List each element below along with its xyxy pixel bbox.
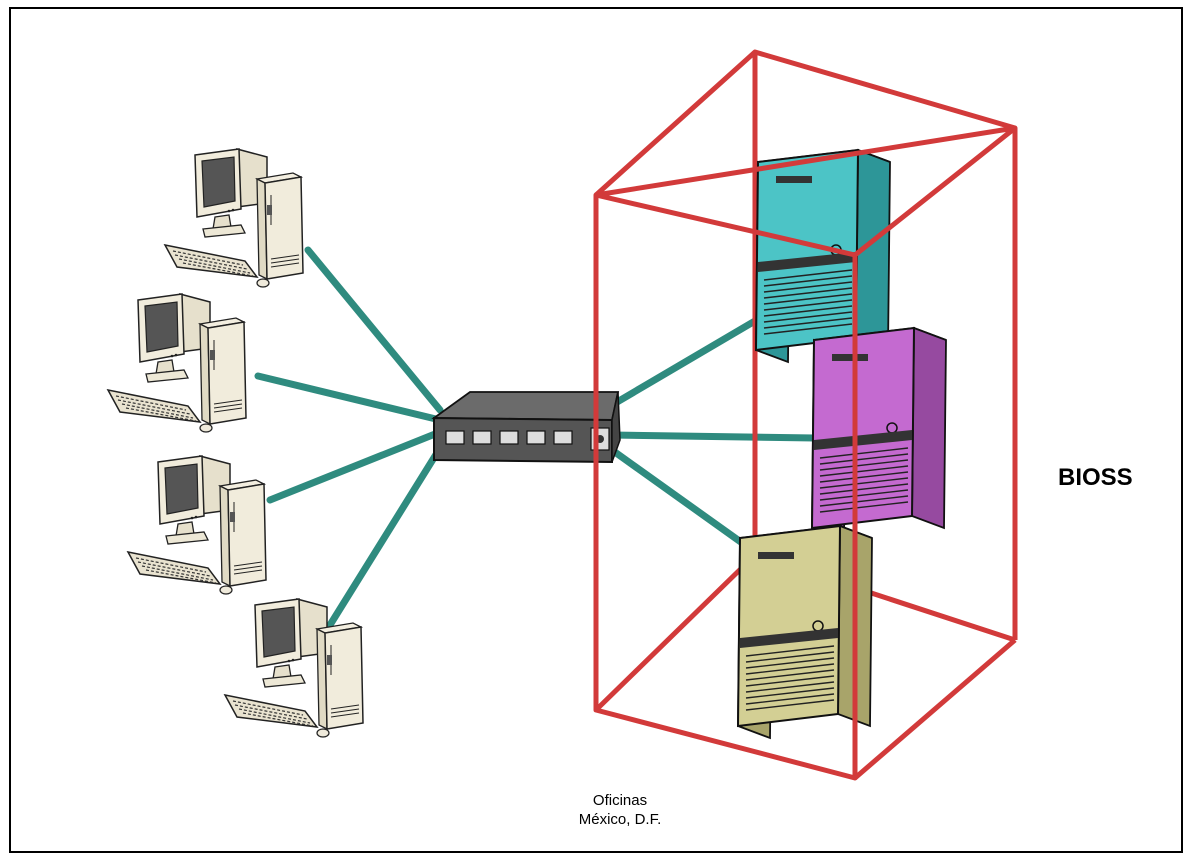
network-switch-icon — [431, 391, 621, 464]
workstation-icon — [127, 455, 267, 595]
caption-line-2: México, D.F. — [578, 811, 662, 828]
server-tower-icon — [811, 327, 947, 541]
network-cables — [254, 246, 819, 629]
enclosure-box-front — [593, 125, 1018, 781]
server-tower-icon — [737, 525, 873, 739]
workstation-icon — [224, 598, 364, 738]
workstation-icon — [164, 148, 304, 288]
bioss-label: BIOSS — [1058, 464, 1133, 491]
server-tower-icon — [755, 149, 891, 363]
workstation-icon — [107, 293, 247, 433]
caption-line-1: Oficinas — [592, 792, 648, 809]
location-caption: Oficinas México, D.F. — [520, 791, 720, 829]
